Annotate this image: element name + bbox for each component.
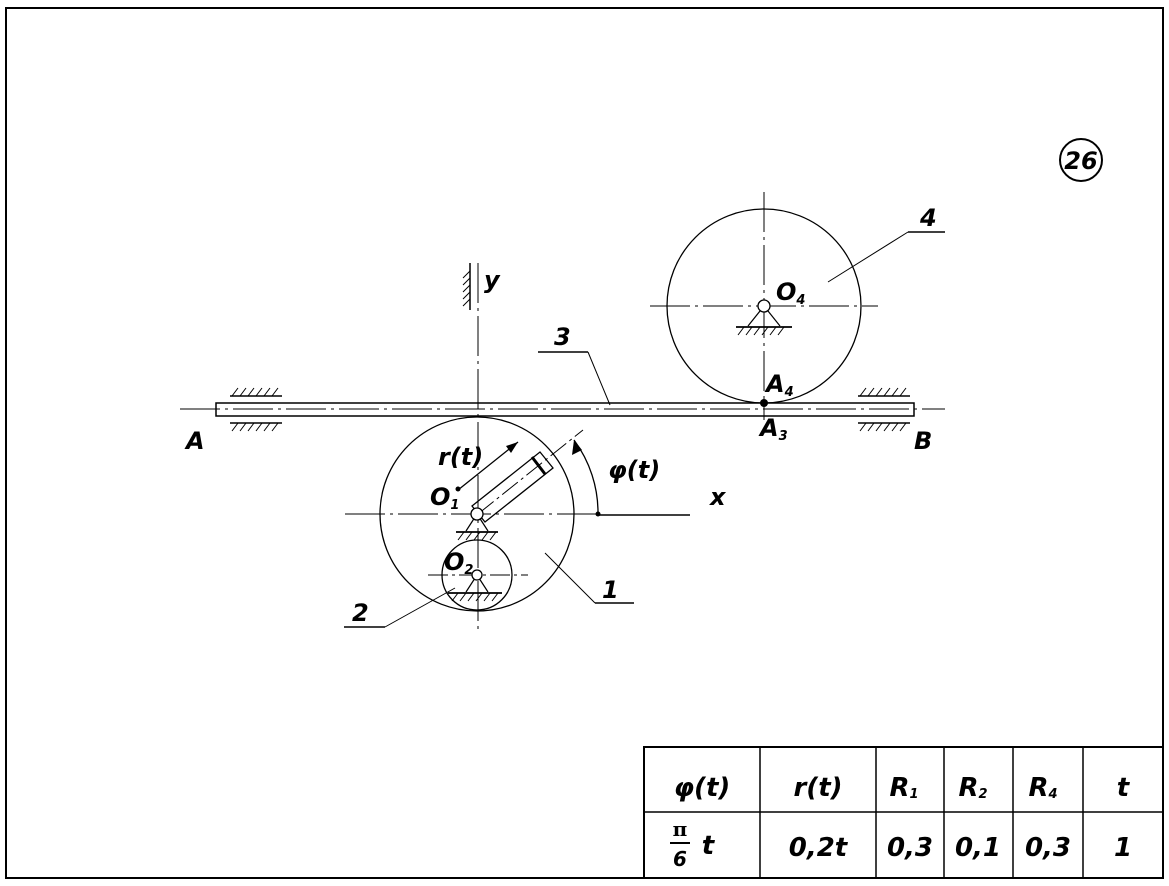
part-1-label: 1: [602, 576, 619, 604]
leader-part-1: 1: [544, 552, 634, 604]
table-header-t: t: [1117, 773, 1131, 803]
table-cell-t-value: 1: [1114, 833, 1132, 863]
x-axis: x: [345, 483, 727, 516]
leader-part-4: 4: [827, 204, 945, 283]
support-o4: [736, 299, 792, 336]
table-cell-phi-value: π 6 t: [670, 817, 716, 871]
part-3-label: 3: [554, 323, 571, 351]
part-2-label: 2: [352, 599, 369, 627]
contact-point-a4: [760, 399, 768, 407]
support-o2: [448, 569, 502, 602]
point-a3-label: A3: [758, 414, 788, 444]
dimension-r: [455, 441, 519, 492]
svg-text:6: 6: [673, 847, 687, 871]
table-header-phi: φ(t): [674, 773, 731, 803]
table-cell-r2-value: 0,1: [955, 833, 1001, 863]
x-axis-label: x: [709, 483, 727, 511]
guide-support-left: [230, 387, 282, 432]
leader-part-2: 2: [344, 587, 456, 628]
table-header-r: r(t): [793, 773, 842, 803]
point-o1-label: O1: [430, 483, 459, 513]
point-b-label: B: [914, 427, 932, 455]
table-header-r1: R1: [889, 773, 918, 803]
rack-3: [180, 402, 945, 417]
sheet-number: 26: [1064, 147, 1097, 175]
table-cell-r-value: 0,2t: [789, 833, 849, 863]
r-t-label: r(t): [438, 443, 483, 471]
wheel-1: [379, 416, 575, 612]
parameter-table: φ(t) r(t) R1 R2 R4 t π 6 t 0,2t 0,3 0,1 …: [643, 746, 1164, 879]
y-axis-hatch: [462, 270, 471, 279]
point-o2-label: O2: [444, 548, 473, 578]
leader-part-3: 3: [538, 323, 611, 406]
phi-t-label: φ(t): [608, 456, 660, 484]
table-header-r4: R4: [1028, 773, 1057, 803]
point-o4-label: O4: [776, 278, 805, 308]
table-cell-r4-value: 0,3: [1025, 833, 1071, 863]
part-4-label: 4: [919, 204, 937, 232]
angle-phi-arc: [572, 439, 601, 517]
y-axis-label: y: [484, 266, 501, 294]
slider-block: [530, 456, 547, 475]
svg-text:π: π: [673, 817, 688, 841]
joint-o1: [470, 507, 484, 521]
table-cell-r1-value: 0,3: [887, 833, 933, 863]
point-a-label: A: [184, 427, 205, 455]
guide-support-right: [858, 387, 910, 432]
sheet-number-badge: 26: [1059, 138, 1103, 182]
table-header-r2: R2: [958, 773, 987, 803]
point-a4-label: A4: [764, 370, 794, 400]
y-axis: y: [462, 263, 501, 632]
svg-text:t: t: [702, 831, 716, 861]
sheet-frame: [5, 7, 1164, 879]
